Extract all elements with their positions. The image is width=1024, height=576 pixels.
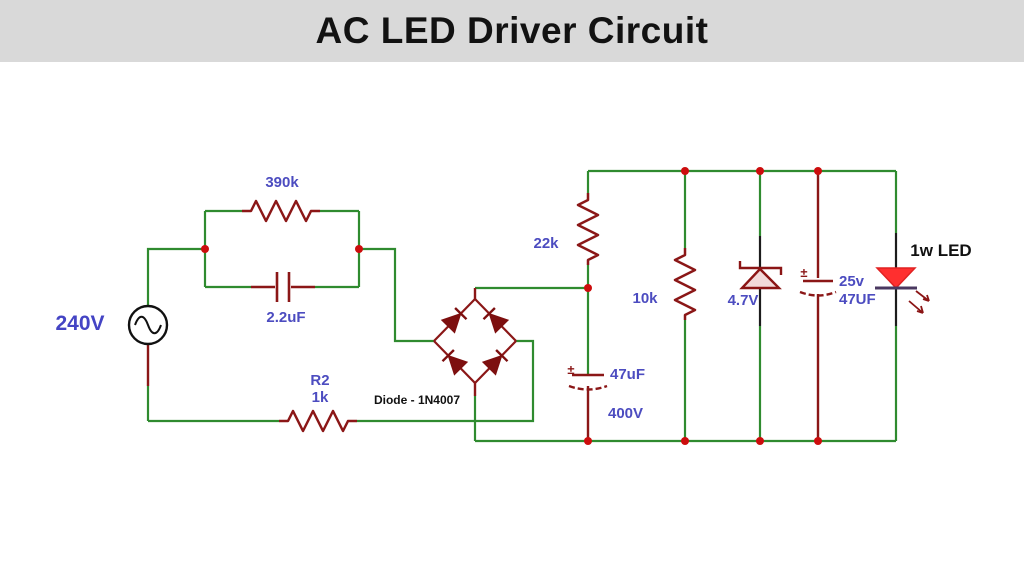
junction-dot — [584, 284, 592, 292]
resistor-10k-label: 10k — [632, 290, 658, 307]
resistor-390k — [242, 199, 320, 223]
junction-dot — [814, 437, 822, 445]
black-leads — [758, 233, 898, 326]
diode-cathode-bar — [495, 349, 509, 363]
zener-triangle-icon — [739, 267, 782, 290]
ac-sine-icon — [134, 315, 162, 335]
diode-icon — [488, 312, 510, 334]
diode-icon — [481, 354, 503, 376]
led-emission-arrows-icon — [908, 290, 930, 314]
capacitor-47UF-25v-symbol — [799, 279, 837, 297]
cap-plate-negative — [799, 290, 837, 297]
component-leads — [146, 171, 820, 441]
resistor-r2-name: R2 — [310, 372, 329, 389]
bridge-diamond — [433, 298, 517, 384]
junction-dot — [584, 437, 592, 445]
emission-arrow-icon — [915, 290, 930, 302]
wire-to-bridge-right — [357, 339, 535, 423]
junction-dot — [681, 167, 689, 175]
bridge-diodes — [440, 307, 510, 376]
page-title: AC LED Driver Circuit — [315, 10, 709, 51]
zener-voltage-label: 4.7V — [728, 292, 759, 309]
junction-dot — [681, 437, 689, 445]
resistor-22k-label: 22k — [533, 235, 559, 252]
junction-dot — [355, 245, 363, 253]
wire-source-top — [146, 247, 205, 307]
capacitor-47uF-400V-symbol — [568, 373, 608, 391]
bridge-rectifier-symbol — [433, 298, 517, 384]
cap-plate-negative — [568, 384, 608, 391]
junction-dot — [756, 167, 764, 175]
diode-icon — [440, 312, 462, 334]
junction-dot — [201, 245, 209, 253]
outcap-polarity-mark: ± — [800, 265, 807, 280]
zener-diode-symbol — [738, 261, 783, 290]
junction-dots — [201, 167, 822, 445]
resistor-r2-1k — [279, 409, 357, 433]
diode-cathode-bar — [454, 307, 468, 321]
led-label: 1w LED — [910, 241, 971, 260]
junction-dot — [756, 437, 764, 445]
filtercap-polarity-mark: ± — [567, 362, 574, 377]
diode-cathode-bar — [441, 349, 455, 363]
led-triangle-icon — [875, 267, 917, 290]
outcap-voltage-label: 25v — [839, 273, 865, 290]
resistor-10k — [673, 248, 697, 320]
diode-icon — [447, 354, 469, 376]
ac-source-symbol — [127, 304, 169, 346]
resistors — [242, 193, 697, 433]
resistor-22k — [576, 193, 600, 265]
diode-cathode-bar — [482, 307, 496, 321]
source-voltage-label: 240V — [55, 312, 104, 335]
wire-to-bridge-left — [359, 247, 434, 343]
outcap-value-label: 47UF — [839, 291, 876, 308]
capacitor-47uF-label: 47uF — [610, 366, 645, 383]
resistor-390k-label: 390k — [265, 174, 299, 191]
emission-arrow-icon — [908, 300, 924, 314]
bridge-diode-label: Diode - 1N4007 — [374, 393, 460, 407]
capacitor-2.2uF-label: 2.2uF — [266, 309, 305, 326]
capacitor-400V-label: 400V — [608, 405, 643, 422]
led-symbol — [875, 267, 930, 314]
capacitor-2.2uF-symbol — [275, 272, 291, 302]
junction-dot — [814, 167, 822, 175]
title-bar: AC LED Driver Circuit — [0, 0, 1024, 62]
resistor-r2-value: 1k — [312, 389, 329, 406]
